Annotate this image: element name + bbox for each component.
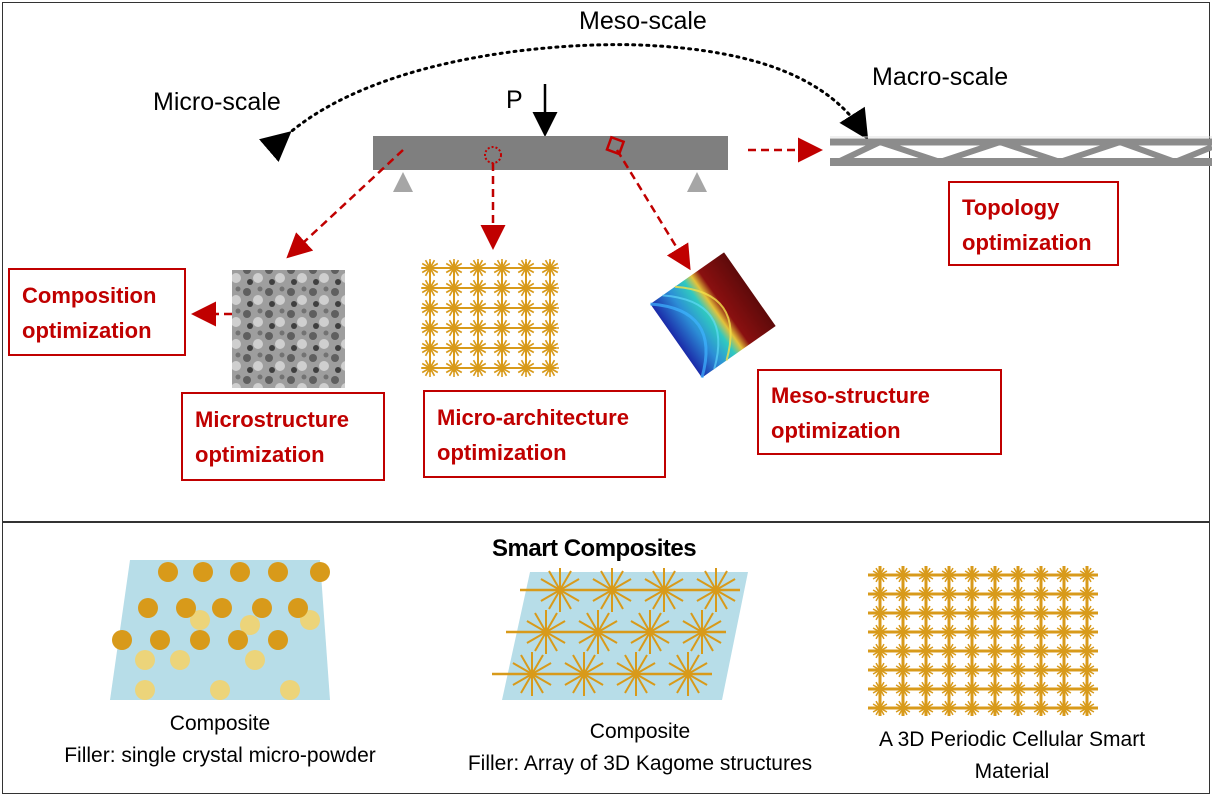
box-line: Microstructure [195, 407, 350, 432]
micro-architecture-lattice [421, 259, 559, 377]
periodic-lattice-caption: A 3D Periodic Cellular Smart Material [812, 724, 1212, 788]
caption-line: Composite [169, 712, 271, 735]
caption-line: Filler: Array of 3D Kagome structures [467, 752, 813, 775]
box-line: optimization [22, 318, 152, 343]
right-support-icon [687, 172, 707, 192]
box-line: Meso-structure [771, 383, 930, 408]
meso-structure-image [650, 252, 776, 379]
truss-structure [830, 136, 1212, 166]
meso-structure-optimization-box: Meso-structure optimization [757, 369, 1002, 455]
micro-architecture-optimization-box: Micro-architecture optimization [423, 390, 666, 478]
box-line: Micro-architecture [437, 405, 629, 430]
micro-scale-label: Micro-scale [153, 88, 281, 116]
periodic-lattice-image [868, 566, 1098, 716]
composition-optimization-box: Composition optimization [8, 268, 186, 356]
left-support-icon [393, 172, 413, 192]
caption-line: Material [974, 760, 1050, 783]
kagome-composite-caption: Composite Filler: Array of 3D Kagome str… [440, 716, 840, 780]
meso-scale-label: Meso-scale [579, 7, 707, 35]
box-line: optimization [771, 418, 901, 443]
caption-line: Filler: single crystal micro-powder [64, 744, 376, 767]
caption-line: A 3D Periodic Cellular Smart [878, 728, 1146, 751]
particle-composite-caption: Composite Filler: single crystal micro-p… [20, 708, 420, 772]
kagome-composite-image [492, 568, 748, 700]
macro-scale-label: Macro-scale [872, 63, 1009, 91]
microstructure-image [232, 270, 345, 388]
topology-optimization-box: Topology optimization [948, 181, 1119, 266]
caption-line: Composite [589, 720, 691, 743]
box-line: Composition [22, 283, 157, 308]
microstructure-optimization-box: Microstructure optimization [181, 392, 385, 481]
box-line: Topology [962, 195, 1060, 220]
arrow-to-meso-structure [615, 149, 691, 271]
box-line: optimization [195, 442, 325, 467]
smart-composites-title: Smart Composites [492, 535, 697, 562]
meso-structure-marker [605, 135, 626, 156]
box-line: optimization [962, 230, 1092, 255]
load-label: P [506, 86, 523, 114]
particle-composite-image [110, 560, 330, 700]
meso-scale-arc [259, 43, 869, 163]
beam [373, 136, 728, 170]
box-line: optimization [437, 440, 567, 465]
